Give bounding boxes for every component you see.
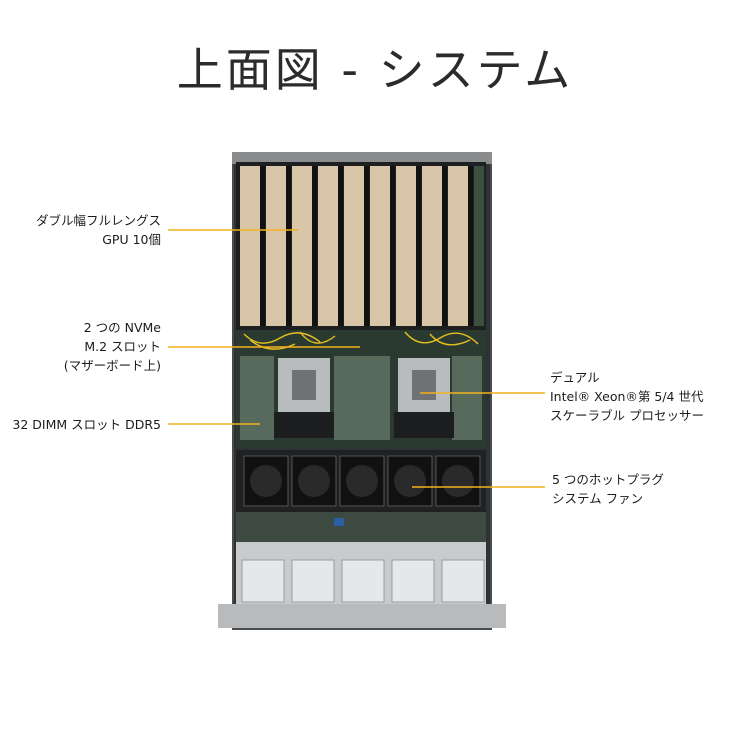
- cpu-callout-line2: Intel® Xeon®第 5/4 世代: [550, 389, 704, 404]
- gpu-callout-line2: GPU 10個: [102, 232, 161, 247]
- nvme-callout: 2 つの NVMe M.2 スロット (マザーボード上): [64, 318, 161, 375]
- cpu-callout-line3: スケーラブル プロセッサー: [550, 408, 704, 423]
- fans: [243, 455, 481, 507]
- nvme-callout-line2: M.2 スロット: [84, 339, 161, 354]
- leader-lines: [168, 229, 545, 488]
- drive-bays: [241, 559, 485, 603]
- riser: [474, 166, 484, 326]
- drive-bay: [391, 559, 435, 603]
- gpu-card: [422, 166, 442, 326]
- power-cables: [243, 331, 479, 350]
- backplane: [236, 512, 486, 542]
- chassis-top-rail: [232, 152, 492, 164]
- drive-bay: [291, 559, 335, 603]
- fan-callout: 5 つのホットプラグ システム ファン: [552, 470, 664, 508]
- gpu-card: [370, 166, 390, 326]
- fan-callout-line2: システム ファン: [552, 491, 644, 506]
- gpu-cards: [240, 166, 473, 326]
- page-title: 上面図 - システム: [176, 43, 574, 97]
- drive-bay: [241, 559, 285, 603]
- gpu-card: [396, 166, 416, 326]
- dimm-callout-line1: 32 DIMM スロット DDR5: [12, 417, 161, 432]
- drive-bay: [341, 559, 385, 603]
- gpu-card: [266, 166, 286, 326]
- gpu-card: [240, 166, 260, 326]
- gpu-callout: ダブル幅フルレングス GPU 10個: [36, 211, 161, 249]
- gpu-card: [318, 166, 338, 326]
- gpu-card: [448, 166, 468, 326]
- nvme-callout-line1: 2 つの NVMe: [83, 320, 161, 335]
- front-ears: [218, 604, 506, 628]
- gpu-callout-line1: ダブル幅フルレングス: [35, 213, 161, 228]
- dimm-callout: 32 DIMM スロット DDR5: [12, 415, 161, 434]
- gpu-card: [292, 166, 312, 326]
- dimm-slots: [240, 356, 482, 440]
- fan-callout-line1: 5 つのホットプラグ: [552, 472, 664, 487]
- cpu-callout: デュアル Intel® Xeon®第 5/4 世代 スケーラブル プロセッサー: [550, 368, 704, 425]
- cpu-callout-line1: デュアル: [550, 370, 600, 385]
- gpu-card: [344, 166, 364, 326]
- nvme-callout-line3: (マザーボード上): [63, 358, 161, 373]
- drive-bay: [441, 559, 485, 603]
